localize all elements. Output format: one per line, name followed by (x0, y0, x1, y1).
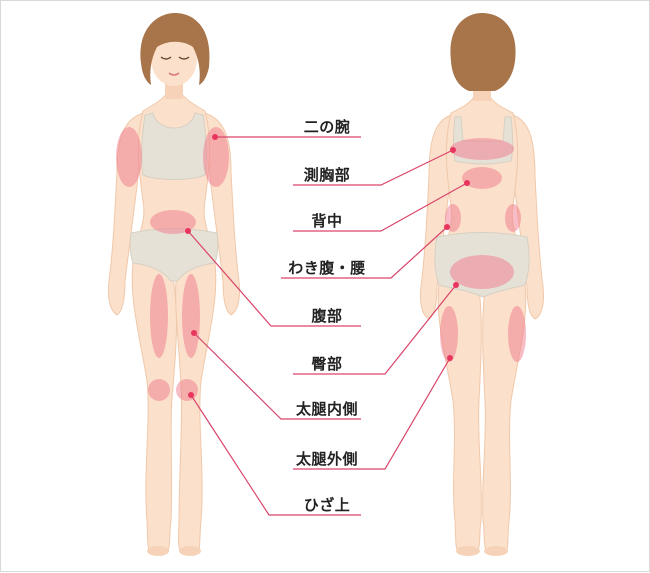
back-zones (440, 138, 526, 362)
front-right-foot (179, 546, 201, 556)
line-side-chest (293, 149, 454, 186)
front-figure (108, 13, 240, 556)
zone-front-upper-arm-left (116, 127, 142, 187)
line-back (293, 182, 468, 232)
dot-knee (188, 392, 194, 398)
dot-side-chest (450, 147, 456, 153)
dot-inner-thigh (191, 330, 197, 336)
zone-side-chest (450, 138, 514, 160)
line-knee (190, 394, 361, 516)
zone-outer-thigh-left (440, 306, 458, 362)
dot-back (464, 180, 470, 186)
dot-upper-arm (212, 134, 218, 140)
zone-inner-thigh-left (150, 274, 168, 358)
label-back: 背中 (311, 212, 343, 230)
back-left-foot (456, 546, 480, 556)
front-bra (141, 112, 207, 180)
line-outer-thigh (293, 357, 451, 470)
label-knee: ひざ上 (303, 496, 351, 514)
zone-buttocks (450, 255, 514, 289)
label-abdomen: 腹部 (311, 307, 343, 325)
front-mouth (168, 72, 180, 76)
label-side-chest: 測胸部 (303, 166, 351, 184)
line-inner-thigh (193, 332, 361, 420)
front-panties (129, 228, 219, 282)
line-abdomen (187, 230, 361, 327)
label-inner-thigh: 太腿内側 (295, 400, 358, 418)
front-face (151, 32, 197, 86)
front-left-foot (147, 546, 169, 556)
zone-inner-thigh-right (182, 274, 200, 358)
dot-abdomen (185, 228, 191, 234)
label-upper-arm: 二の腕 (303, 118, 351, 136)
back-figure (420, 13, 544, 556)
zone-back (462, 167, 502, 189)
label-buttocks: 臀部 (311, 355, 343, 373)
back-right-foot (484, 546, 508, 556)
leader-lines (187, 136, 468, 516)
dot-buttocks (453, 282, 459, 288)
anchor-dots (185, 134, 470, 398)
dot-flank (444, 224, 450, 230)
line-buttocks (293, 284, 457, 375)
line-flank (281, 226, 448, 279)
front-zones (116, 127, 229, 401)
label-flank-waist: わき腹・腰 (288, 259, 366, 277)
dot-outer-thigh (447, 355, 453, 361)
front-hair (140, 13, 210, 85)
label-outer-thigh: 太腿外側 (295, 450, 358, 468)
zone-knee-right (176, 379, 198, 401)
zone-knee-left (148, 379, 170, 401)
zone-front-upper-arm-right (203, 127, 229, 187)
back-hair (450, 13, 516, 91)
zone-outer-thigh-right (508, 306, 526, 362)
front-eyes (160, 56, 190, 60)
zone-flank-right (505, 204, 521, 232)
zone-abdomen (150, 210, 196, 234)
